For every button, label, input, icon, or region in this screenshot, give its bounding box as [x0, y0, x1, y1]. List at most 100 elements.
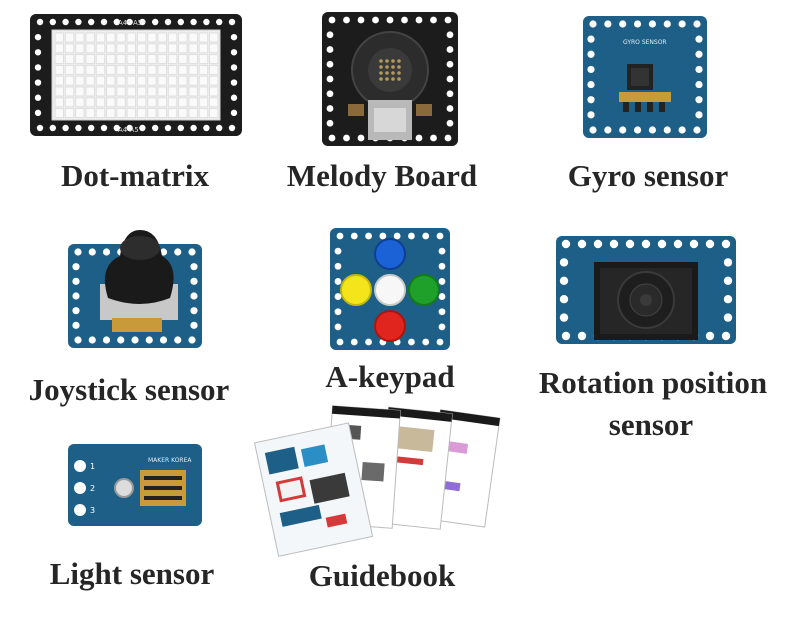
board-hole — [139, 124, 146, 132]
board-hole — [190, 307, 198, 315]
led-cell — [188, 108, 198, 119]
led-cell — [157, 54, 167, 65]
led-cell — [75, 108, 85, 119]
board-hole — [723, 276, 733, 285]
led-cell — [54, 64, 64, 75]
led-cell — [188, 97, 198, 108]
board-hole — [75, 124, 82, 132]
board-hole — [36, 18, 44, 26]
led-cell — [198, 75, 209, 86]
led-cell — [147, 32, 157, 43]
board-hole — [190, 321, 198, 329]
led-cell — [95, 32, 106, 43]
led-cell — [167, 86, 178, 97]
board-hole — [438, 247, 446, 255]
board-hole — [230, 94, 238, 101]
board-hole — [174, 248, 182, 256]
board-hole — [326, 31, 334, 39]
board-hole — [152, 18, 159, 26]
board-hole — [695, 35, 703, 43]
board-hole — [203, 124, 210, 132]
led-cell — [75, 32, 85, 43]
board-hole — [372, 16, 379, 24]
led-cell — [54, 86, 64, 97]
led-cell — [85, 75, 95, 86]
led-cell — [136, 43, 147, 54]
board-hole — [408, 338, 415, 346]
a-keypad-label: A-keypad — [325, 359, 455, 394]
board-hole — [88, 248, 96, 256]
board-hole — [415, 16, 423, 24]
board-hole — [386, 16, 394, 24]
board-hole — [587, 96, 595, 104]
led-cell — [198, 54, 209, 65]
board-hole — [117, 336, 125, 344]
board-hole — [385, 59, 389, 63]
melody-board-image — [322, 12, 458, 146]
rotation-position-label-line1: Rotation position — [538, 365, 768, 400]
board-hole — [422, 232, 430, 240]
led-cell — [147, 97, 157, 108]
board-hole — [365, 338, 372, 346]
board-hole — [379, 232, 387, 240]
led-cell — [136, 86, 147, 97]
led-cell — [54, 32, 64, 43]
board-hole — [62, 18, 69, 26]
light-pin-1: 1 — [90, 462, 95, 471]
board-hole — [604, 20, 612, 28]
led-cell — [147, 86, 157, 97]
board-hole — [113, 124, 121, 132]
board-hole — [72, 263, 80, 271]
led-cell — [64, 32, 75, 43]
board-hole — [609, 239, 619, 249]
led-cell — [85, 32, 95, 43]
board-hole — [633, 20, 642, 28]
led-cell — [209, 64, 219, 75]
led-cell — [198, 108, 209, 119]
led-cell — [209, 97, 219, 108]
led-cell — [126, 86, 137, 97]
board-hole — [34, 64, 42, 71]
led-cell — [136, 108, 147, 119]
board-hole — [721, 239, 731, 249]
led-cell — [75, 43, 85, 54]
board-hole — [663, 20, 671, 28]
board-hole — [379, 59, 383, 63]
board-hole — [203, 18, 210, 26]
board-hole — [62, 124, 69, 132]
board-hole — [438, 262, 446, 270]
board-hole — [430, 134, 437, 142]
led-cell — [209, 43, 219, 54]
board-hole — [357, 134, 365, 142]
led-cell — [126, 75, 137, 86]
board-hole — [328, 134, 336, 142]
board-hole — [693, 126, 701, 134]
board-hole — [174, 336, 182, 344]
board-hole — [145, 336, 153, 344]
led-cell — [106, 75, 116, 86]
led-cell — [209, 54, 219, 65]
board-hole — [188, 336, 196, 344]
board-hole — [678, 20, 686, 28]
board-hole — [334, 323, 342, 331]
board-hole — [230, 49, 238, 56]
led-cell — [106, 86, 116, 97]
led-cell — [167, 97, 178, 108]
led-cell — [147, 108, 157, 119]
board-hole — [72, 277, 80, 285]
board-hole — [74, 336, 82, 344]
board-hole — [228, 18, 236, 26]
joystick-sensor-image — [68, 230, 202, 348]
board-hole — [401, 16, 408, 24]
led-cell — [95, 64, 106, 75]
led-cell — [167, 64, 178, 75]
board-hole — [34, 109, 42, 117]
board-hole — [326, 105, 334, 112]
led-cell — [106, 64, 116, 75]
board-hole — [88, 18, 95, 26]
led-cell — [95, 43, 106, 54]
led-cell — [126, 108, 137, 119]
light-board-text: MAKER KOREA — [148, 457, 192, 464]
led-cell — [64, 108, 75, 119]
board-hole — [152, 124, 159, 132]
